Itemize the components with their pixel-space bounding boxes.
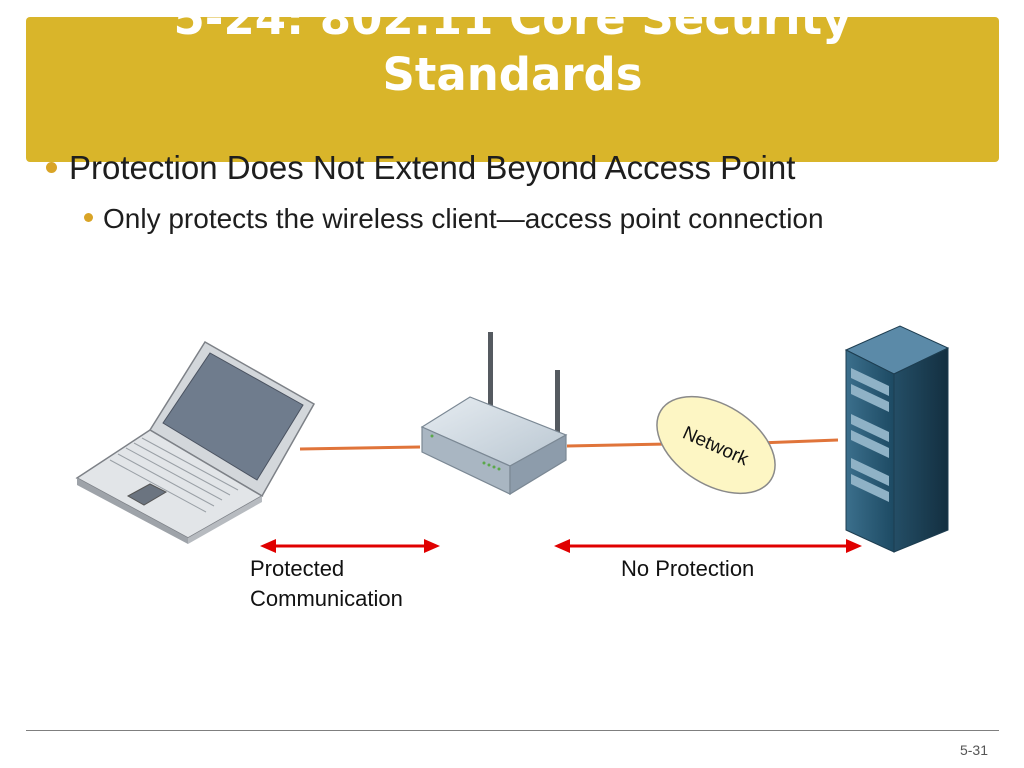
network-cloud-icon: Network — [656, 395, 776, 495]
link-laptop-router — [299, 445, 421, 451]
bullet-level1: Protection Does Not Extend Beyond Access… — [46, 146, 795, 190]
bullet-dot — [84, 213, 93, 223]
protected-communication-label: Protected Communication — [250, 554, 403, 614]
bullet-level2: Only protects the wireless client—access… — [84, 200, 824, 238]
link-router-network — [566, 442, 669, 448]
link-network-server — [759, 438, 839, 445]
bullet-level2-text: Only protects the wireless client—access… — [103, 203, 824, 234]
protected-arrow — [260, 539, 440, 553]
no-protection-arrow — [554, 539, 862, 553]
title-bar: 5-24: 802.11 Core Security Standards — [26, 17, 999, 162]
laptop-icon — [75, 340, 316, 544]
slide-title-line1: 5-24: 802.11 Core Security — [173, 17, 852, 45]
footer-divider — [26, 730, 999, 731]
page-number: 5-31 — [959, 742, 988, 758]
protected-label-line2: Communication — [250, 586, 403, 611]
slide-title: 5-24: 802.11 Core Security Standards — [26, 17, 999, 103]
bullet-level1-text: Protection Does Not Extend Beyond Access… — [69, 149, 796, 186]
protected-label-line1: Protected — [250, 556, 345, 581]
slide-title-line2: Standards — [382, 48, 643, 101]
server-rack-icon — [844, 325, 950, 553]
no-protection-label: No Protection — [621, 556, 755, 581]
bullet-dot — [46, 161, 57, 173]
wireless-router-icon — [420, 332, 568, 496]
